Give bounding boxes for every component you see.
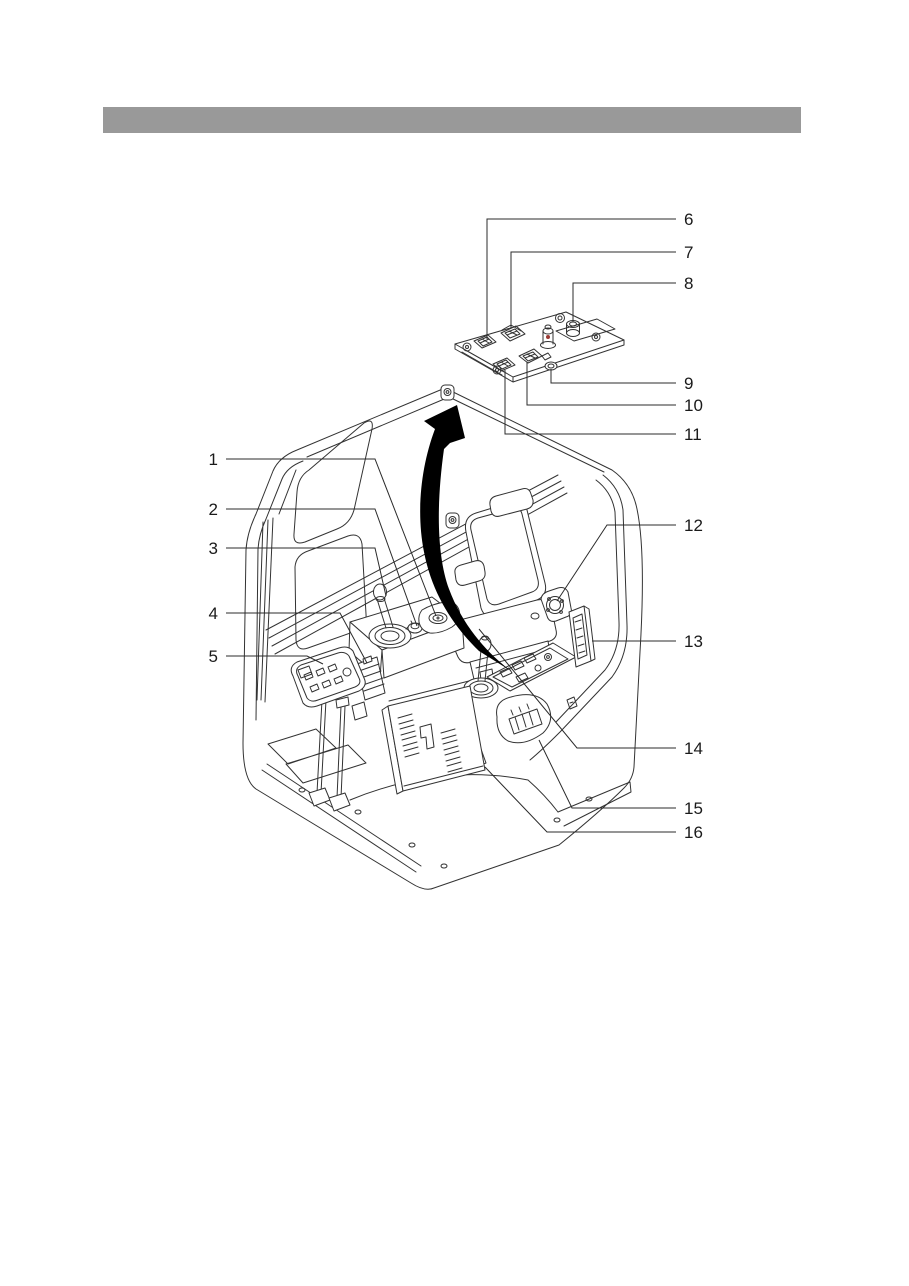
- cab-outer-silhouette: [242, 387, 643, 890]
- callout-label-9: 9: [684, 374, 693, 393]
- grommet-mid: [445, 512, 460, 529]
- right-console-switches: [499, 653, 552, 683]
- panel-knob-mount-ring: [544, 361, 558, 371]
- callout-8: 8: [572, 274, 693, 322]
- callout-2: 2: [209, 500, 418, 627]
- panel-plate: [454, 311, 625, 378]
- leader-line-10: [526, 362, 676, 406]
- right-console: [463, 587, 596, 771]
- callout-1: 1: [209, 450, 437, 617]
- seat-armrest: [454, 560, 486, 586]
- panel-screws: [462, 313, 601, 375]
- callout-label-13: 13: [684, 632, 703, 651]
- callout-3: 3: [209, 539, 387, 597]
- callout-label-3: 3: [209, 539, 218, 558]
- leader-line-2: [226, 508, 418, 627]
- vent-slots-right: [440, 728, 463, 773]
- callout-16: 16: [484, 766, 703, 842]
- leader-line-3: [226, 547, 387, 597]
- callout-label-15: 15: [684, 799, 703, 818]
- callout-9: 9: [550, 369, 693, 393]
- callout-label-11: 11: [684, 425, 702, 444]
- ribbed-connector: [356, 655, 386, 701]
- floor-plates: [267, 728, 367, 784]
- leader-line-4: [226, 612, 368, 664]
- leader-line-11: [504, 370, 676, 435]
- panel-rocker-switch-3: [492, 357, 516, 372]
- callout-label-7: 7: [684, 243, 693, 262]
- callout-label-8: 8: [684, 274, 693, 293]
- callout-14: 14: [478, 628, 703, 758]
- cab-floor: [261, 690, 632, 873]
- callout-label-4: 4: [209, 604, 218, 623]
- left-joystick: [368, 583, 412, 649]
- harness-connector: [496, 694, 552, 744]
- enlargement-arrow: [420, 405, 511, 671]
- floor-sill-bars: [261, 763, 422, 873]
- leader-line-7: [510, 251, 676, 328]
- callout-15: 15: [538, 739, 703, 818]
- switch-keypad: [290, 646, 366, 708]
- callout-label-12: 12: [684, 516, 703, 535]
- right-platform-edges: [557, 781, 632, 827]
- callout-10: 10: [526, 362, 703, 415]
- callout-label-2: 2: [209, 500, 218, 519]
- section-header-bar: [103, 107, 801, 133]
- leader-line-8: [572, 282, 676, 322]
- overhead-switch-panel: [454, 311, 625, 383]
- front-console-top-edge: [388, 680, 484, 787]
- panel-rocker-switch-1: [473, 334, 497, 349]
- leader-line-9: [550, 369, 676, 384]
- callout-7: 7: [510, 243, 693, 328]
- knob-red-dot: [546, 335, 550, 339]
- leader-line-1: [226, 458, 437, 617]
- window-sill-rails: [265, 474, 568, 655]
- front-console-face: [387, 685, 486, 792]
- leader-line-12: [556, 524, 676, 602]
- panel-rocker-switch-4: [518, 348, 552, 364]
- wall-clip: [566, 696, 578, 710]
- callout-4: 4: [209, 604, 368, 664]
- callouts: 1 2 3 4 5 6 7: [209, 210, 703, 842]
- leader-line-15: [538, 739, 676, 809]
- callout-label-10: 10: [684, 396, 703, 415]
- callout-13: 13: [592, 632, 703, 651]
- callout-12: 12: [556, 516, 703, 602]
- callout-5: 5: [209, 647, 324, 666]
- vent-hook-cutout: [419, 723, 435, 750]
- seat-backrest-inner: [470, 507, 539, 606]
- upper-window: [293, 420, 373, 544]
- leader-line-5: [226, 655, 324, 665]
- callout-6: 6: [486, 210, 693, 339]
- right-pillar-inner: [529, 474, 628, 761]
- right-console-panel-inner: [492, 647, 569, 688]
- wall-grommets: [440, 384, 578, 710]
- armrest-disc-switch: [428, 612, 448, 624]
- leader-line-16: [484, 766, 676, 833]
- floor-front-curve: [349, 774, 559, 813]
- round-connector: [530, 587, 572, 622]
- floor-holes: [298, 787, 593, 869]
- callout-label-1: 1: [209, 450, 218, 469]
- floor-levers: [308, 690, 368, 812]
- panel-knob: [540, 324, 556, 349]
- grommet-top: [440, 384, 455, 401]
- left-console: [348, 583, 465, 679]
- side-strip-panel: [568, 605, 596, 668]
- leader-line-6: [486, 218, 676, 339]
- callout-11: 11: [504, 370, 702, 444]
- lower-window: [294, 534, 367, 650]
- panel-etched-outline: [555, 318, 616, 342]
- vent-slots-left: [397, 713, 420, 758]
- callout-label-5: 5: [209, 647, 218, 666]
- seat-headrest: [489, 488, 534, 517]
- callout-label-14: 14: [684, 739, 703, 758]
- left-pillar-inner: [255, 460, 304, 721]
- leader-line-14: [478, 628, 676, 749]
- callout-label-6: 6: [684, 210, 693, 229]
- front-console: [381, 680, 486, 795]
- callout-label-16: 16: [684, 823, 703, 842]
